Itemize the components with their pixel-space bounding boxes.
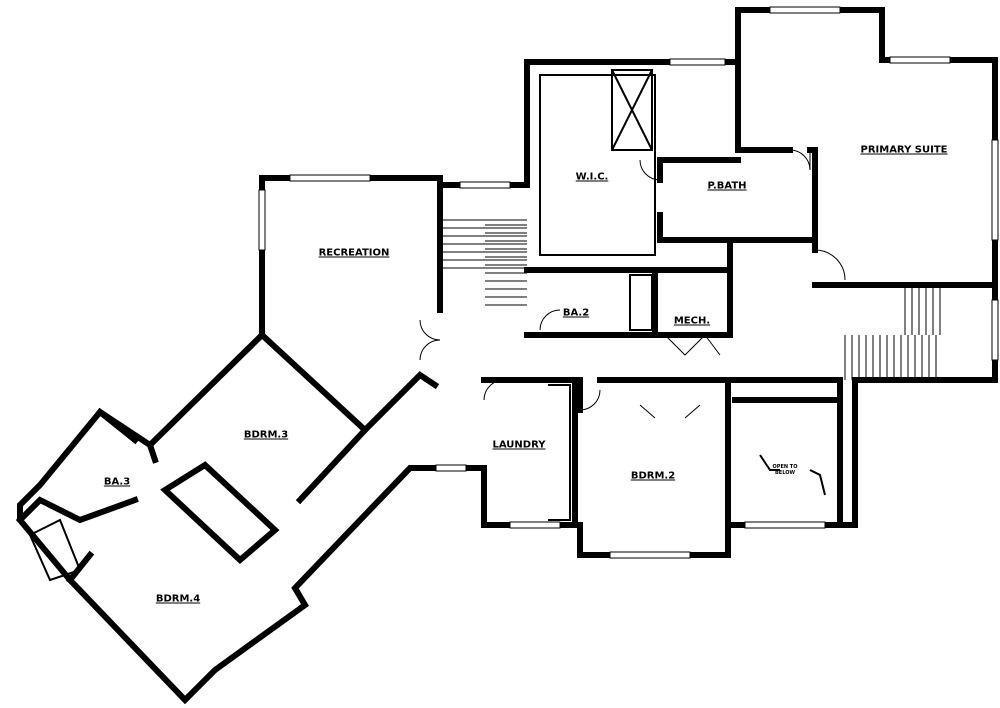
note-line-1: OPEN TO	[772, 464, 798, 470]
room-label-ba3: BA.3	[103, 476, 131, 488]
room-label-recreation: RECREATION	[318, 247, 390, 259]
room-label-primary-suite: PRIMARY SUITE	[860, 144, 948, 156]
room-label-laundry: LAUNDRY	[492, 439, 546, 451]
stairs	[443, 219, 941, 380]
room-label-ba2: BA.2	[562, 307, 590, 319]
room-label-bdrm3: BDRM.3	[243, 429, 289, 441]
note-line-2: BELOW	[774, 470, 795, 476]
room-label-p-bath: P.BATH	[707, 180, 747, 192]
exterior-walls	[17, 7, 998, 705]
room-label-wic: W.I.C.	[575, 171, 609, 183]
doors	[419, 149, 846, 419]
room-label-bdrm2: BDRM.2	[630, 470, 676, 482]
room-label-bdrm4: BDRM.4	[155, 593, 201, 605]
windows	[258, 6, 999, 559]
interior-walls	[15, 59, 998, 585]
open-to-below-note: OPEN TO BELOW	[773, 464, 798, 476]
room-label-mech: MECH.	[673, 315, 711, 327]
